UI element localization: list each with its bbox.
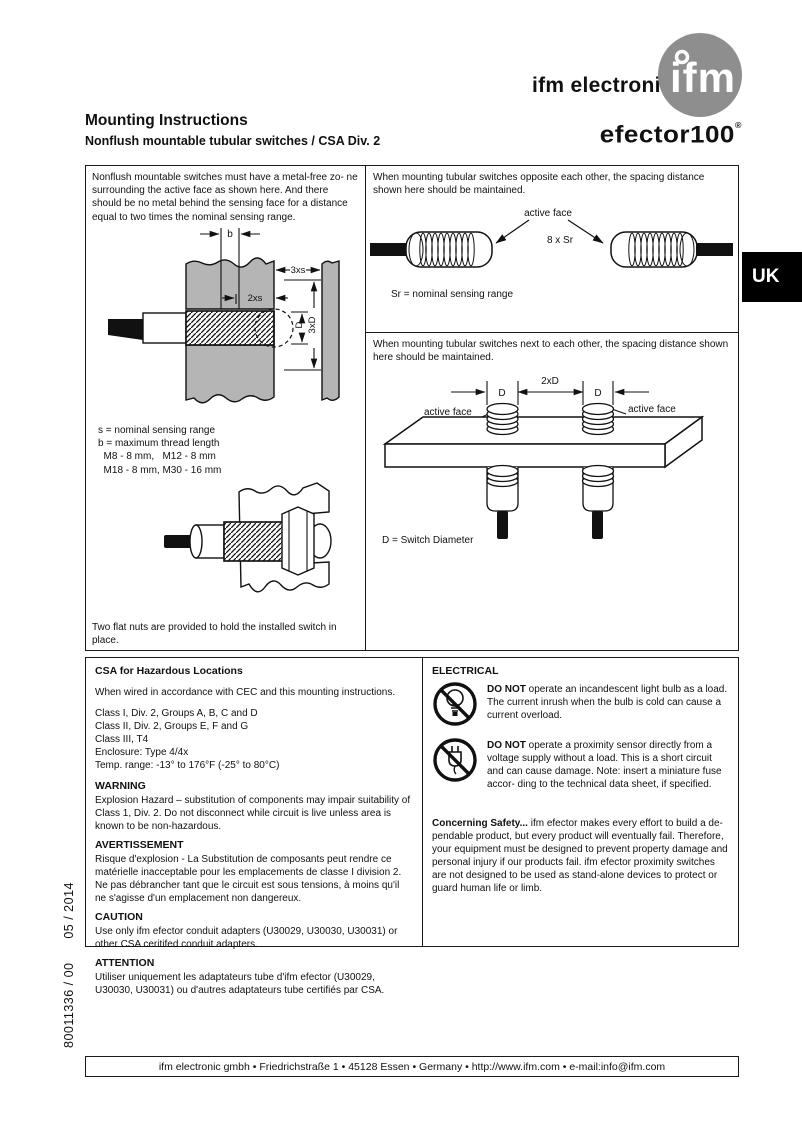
sensor-thread bbox=[223, 521, 287, 562]
efector-logo-text: efector100 bbox=[599, 120, 735, 149]
page-subtitle: Nonflush mountable tubular switches / CS… bbox=[85, 134, 381, 148]
spacing-8xsr-label: 8 x Sr bbox=[547, 235, 574, 246]
mounting-plate-top bbox=[382, 416, 705, 445]
page-title: Mounting Instructions bbox=[85, 112, 248, 129]
bulb-warning-text: operate an incandescent light bulb as a … bbox=[487, 684, 728, 721]
warning-heading: WARNING bbox=[95, 780, 146, 792]
sensor-cable bbox=[108, 319, 143, 340]
flush-note: Two flat nuts are provided to hold the i… bbox=[92, 622, 337, 647]
attention-heading: ATTENTION bbox=[95, 957, 155, 969]
brand-text: ifm electronic bbox=[532, 74, 673, 97]
footer-bar: ifm electronic gmbh • Friedrichstraße 1 … bbox=[85, 1056, 739, 1077]
sensor-body bbox=[142, 312, 187, 344]
opposite-text: When mounting tubular switches opposite … bbox=[373, 172, 705, 197]
opposite-diagram: active face 8 x Sr bbox=[370, 208, 733, 300]
flush-diagram: b 3xs 2xs D bbox=[108, 228, 340, 404]
electrical-heading: ELECTRICAL bbox=[432, 665, 499, 677]
concerning-safety-bold: Concerning Safety... bbox=[432, 818, 528, 829]
adjacent-text: When mounting tubular switches next to e… bbox=[373, 339, 729, 364]
wall-upper-block bbox=[185, 257, 275, 310]
dim-2xd-label: 2xD bbox=[541, 376, 559, 387]
sensor-cable bbox=[696, 243, 733, 256]
wall-lower-block bbox=[185, 344, 275, 404]
active-face-label: active face bbox=[524, 208, 572, 219]
wall-rear-plate bbox=[321, 260, 340, 402]
warning-text: Explosion Hazard – substitution of compo… bbox=[95, 795, 411, 832]
registered-mark: ® bbox=[734, 120, 742, 130]
nut-bracket-diagram bbox=[164, 482, 332, 593]
mounting-plate-front bbox=[384, 443, 666, 468]
opposite-mounting-box: When mounting tubular switches opposite … bbox=[365, 165, 739, 333]
sr-legend: Sr = nominal sensing range bbox=[391, 289, 513, 300]
dim-3xs-label: 3xs bbox=[291, 265, 306, 276]
avertissement-heading: AVERTISSEMENT bbox=[95, 839, 184, 851]
avertissement-text: Risque d'explosion - La Substitution de … bbox=[95, 854, 402, 904]
electrical-item-plug: DO NOT operate a proximity sensor direct… bbox=[432, 737, 729, 791]
adjacent-diagram: D 2xD D active face active face bbox=[382, 376, 705, 546]
csa-column: CSA for Hazardous Locations When wired i… bbox=[86, 658, 423, 996]
sensor-thread bbox=[185, 310, 275, 346]
caution-text: Use only ifm efector conduit adapters (U… bbox=[95, 926, 398, 950]
doc-number: 80011336 / 00 05 / 2014 bbox=[62, 882, 76, 1048]
sensor-cable bbox=[370, 243, 407, 256]
sensor-left bbox=[486, 402, 519, 539]
safety-box: CSA for Hazardous Locations When wired i… bbox=[85, 657, 739, 996]
tubular-sensor bbox=[405, 231, 493, 268]
plug-warning-text: operate a proximity sensor directly from… bbox=[487, 740, 722, 790]
flush-legend: s = nominal sensing range b = maximum th… bbox=[98, 425, 222, 476]
efector-logo: efector100® bbox=[578, 120, 742, 149]
dim-d-right-label: D bbox=[594, 388, 601, 399]
sensing-field bbox=[254, 308, 294, 348]
switch-diameter-legend: D = Switch Diameter bbox=[382, 535, 474, 546]
dim-2xs-label: 2xs bbox=[248, 293, 263, 304]
ifm-logo-icon: ifm bbox=[658, 33, 742, 117]
dim-3xd-label: 3xD bbox=[307, 316, 318, 333]
csa-heading: CSA for Hazardous Locations bbox=[95, 665, 243, 677]
electrical-column: ELECTRICAL DO NOT operate an incandescen… bbox=[423, 658, 738, 946]
uk-badge: UK bbox=[742, 252, 802, 302]
dim-d-label: D bbox=[294, 321, 305, 328]
sensor-right bbox=[581, 402, 615, 539]
csa-specs: Class I, Div. 2, Groups A, B, C and D Cl… bbox=[95, 708, 280, 771]
csa-intro: When wired in accordance with CEC and th… bbox=[95, 687, 396, 698]
caution-heading: CAUTION bbox=[95, 911, 143, 923]
electrical-item-bulb: DO NOT operate an incandescent light bul… bbox=[432, 681, 729, 732]
flat-nut bbox=[281, 506, 315, 576]
do-not-bold: DO NOT bbox=[487, 740, 526, 751]
do-not-bold: DO NOT bbox=[487, 684, 526, 695]
adjacent-mounting-box: When mounting tubular switches next to e… bbox=[365, 332, 739, 651]
ifm-logo-letters: ifm bbox=[670, 54, 736, 101]
flush-mounting-box: Nonflush mountable switches must have a … bbox=[85, 165, 366, 651]
no-plug-icon bbox=[432, 737, 480, 788]
active-face-right-label: active face bbox=[628, 404, 676, 415]
flush-intro: Nonflush mountable switches must have a … bbox=[92, 172, 358, 223]
no-bulb-icon bbox=[432, 681, 480, 732]
active-face-left-label: active face bbox=[424, 407, 472, 418]
dim-b-label: b bbox=[227, 229, 233, 240]
dim-d-left-label: D bbox=[498, 388, 505, 399]
attention-text: Utiliser uniquement les adaptateurs tube… bbox=[95, 972, 385, 996]
sensor-cable bbox=[164, 535, 196, 548]
concerning-safety-text: ifm efector makes every effort to build … bbox=[432, 818, 728, 894]
